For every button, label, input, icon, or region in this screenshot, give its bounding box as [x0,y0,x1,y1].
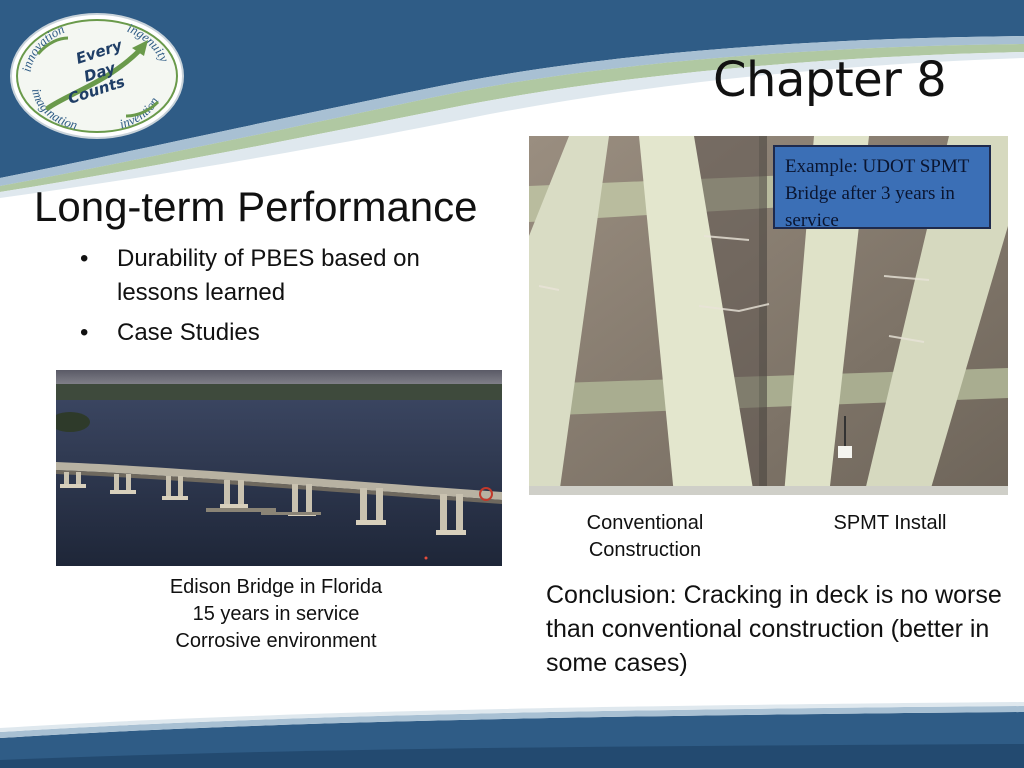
udot-bridge-underside-photo [529,136,1008,495]
every-day-counts-logo: innovation ingenuity imagination inventi… [10,13,184,139]
edison-caption: Edison Bridge in Florida 15 years in ser… [56,574,496,655]
bullet-text: Case Studies [117,319,260,346]
bullet-item: • Case Studies [80,316,500,350]
caption-line: Edison Bridge in Florida [169,576,383,598]
spmt-install-label: SPMT Install [833,512,947,534]
bullet-item: • Durability of PBES based on lessons le… [80,242,500,310]
conventional-construction-label: Conventional Construction [555,510,735,564]
label-line: Construction [588,539,702,561]
chapter-title: Chapter 8 [713,52,947,108]
bullet-text: Durability of PBES based on lessons lear… [117,245,420,306]
label-line: Conventional [586,512,704,534]
conclusion-text: Conclusion: Cracking in deck is no worse… [546,581,1002,677]
caption-line: Corrosive environment [175,630,377,652]
edison-bridge-photo [56,370,502,566]
example-callout-box: Example: UDOT SPMT Bridge after 3 years … [773,145,991,231]
bullet-marker: • [80,319,89,346]
bullet-list: • Durability of PBES based on lessons le… [80,242,500,356]
caption-line: 15 years in service [192,603,360,625]
section-heading: Long-term Performance [34,183,478,230]
bullet-marker: • [80,245,89,272]
